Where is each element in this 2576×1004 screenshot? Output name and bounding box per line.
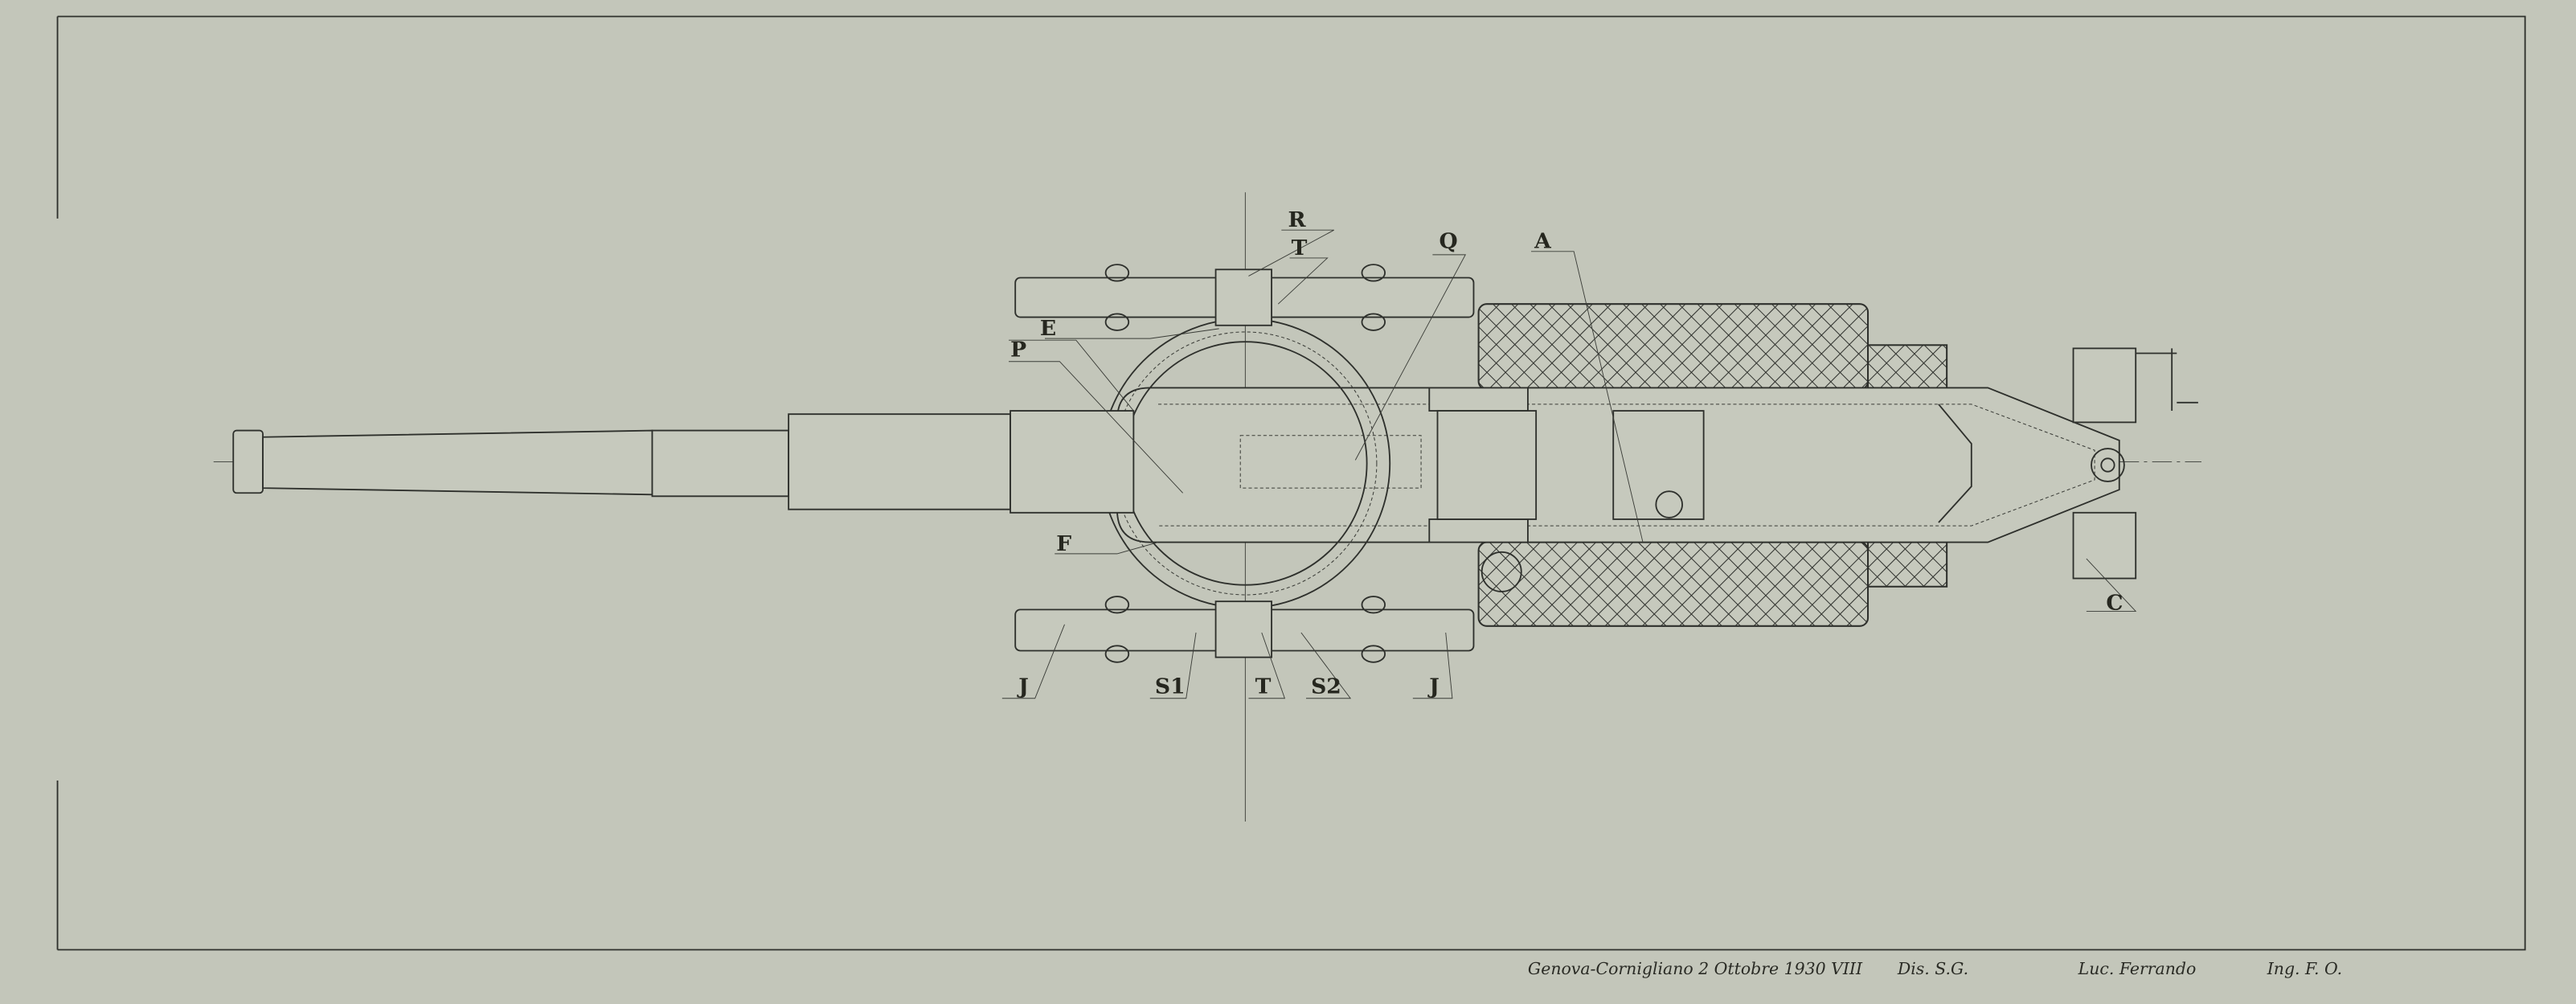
label-J-left: J	[1017, 674, 1029, 699]
label-A: A	[1534, 229, 1551, 254]
wheel-axle-bottom	[1014, 596, 1475, 663]
label-T-top: T	[1292, 236, 1308, 260]
trail-body	[1116, 387, 2120, 592]
sheet-border	[56, 15, 2526, 951]
label-E: E	[1040, 316, 1056, 341]
checked-by-signature: Luc. Ferrando	[2078, 959, 2197, 978]
label-S2: S2	[1311, 674, 1341, 699]
wheel-axle-top	[1014, 264, 1475, 331]
label-S1: S1	[1155, 674, 1186, 699]
counterweight-bottom	[1477, 541, 1948, 627]
label-R: R	[1288, 207, 1306, 232]
gun-barrel	[232, 410, 1135, 514]
engineer-signature: Ing. F. O.	[2267, 959, 2342, 978]
label-T-bottom: T	[1255, 674, 1272, 699]
label-Q: Q	[1440, 229, 1458, 254]
label-P: P	[1010, 338, 1026, 363]
part-labels: R T Q A E P F J S1 T S2 J C	[1010, 207, 2123, 699]
drawn-by: Dis. S.G.	[1897, 959, 1968, 978]
label-J-right: J	[1427, 674, 1440, 699]
label-C: C	[2106, 590, 2123, 615]
place-date: Genova-Cornigliano 2 Ottobre 1930 VIII	[1528, 959, 1863, 978]
counterweight-top	[1477, 303, 1948, 391]
label-F: F	[1056, 531, 1071, 556]
title-block: Genova-Cornigliano 2 Ottobre 1930 VIII D…	[1528, 959, 2342, 978]
rear-spade-assembly	[2072, 347, 2198, 580]
leader-lines	[1001, 229, 2137, 699]
